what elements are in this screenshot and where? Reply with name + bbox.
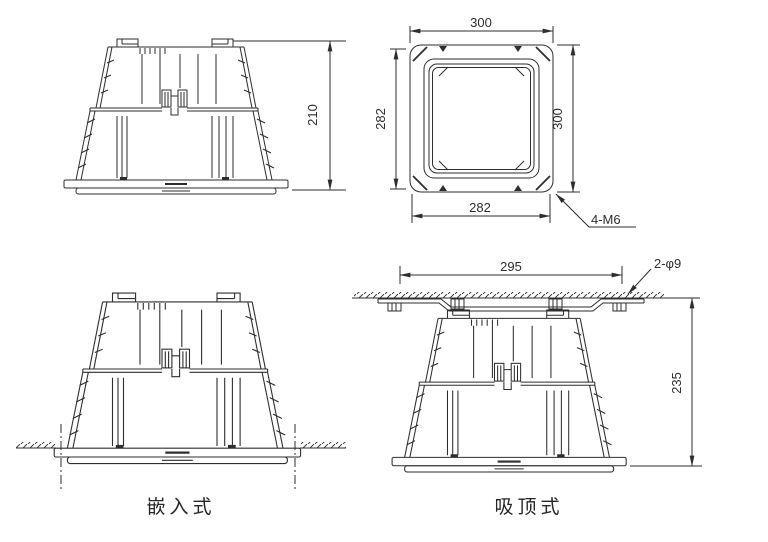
fixture-outline-ceiling xyxy=(391,309,628,474)
leader-line xyxy=(555,193,636,228)
lens-frame xyxy=(423,58,540,179)
dimension-height-210: 210 xyxy=(233,40,346,191)
dimension-text-height-210: 210 xyxy=(305,104,320,126)
mounting-plate xyxy=(377,298,645,312)
housing-outer-edge xyxy=(409,44,554,193)
thread-callout-text: 4-M6 xyxy=(591,212,621,227)
dimension-text-inner-height: 282 xyxy=(373,108,388,130)
ceiling-hatch xyxy=(300,442,346,448)
fixture-outline-recessed xyxy=(53,292,302,465)
view-recessed: 嵌入式 xyxy=(16,292,346,518)
corner-gussets xyxy=(412,46,551,191)
extension-line xyxy=(557,44,580,193)
dimension-text-outer-width: 300 xyxy=(470,15,492,30)
hole-callout: 2-φ9 xyxy=(627,256,681,295)
ceiling-hatch xyxy=(16,442,56,448)
dimension-inner-height-282: 282 xyxy=(373,48,406,190)
dimension-hole-spacing-295: 295 xyxy=(399,259,623,284)
screw-marks xyxy=(439,46,522,191)
view-top-plan: 300 282 300 282 4-M6 xyxy=(373,15,636,228)
thread-callout: 4-M6 xyxy=(555,193,636,228)
drawing-root: 210 300 xyxy=(16,15,702,518)
dimension-text-hole-spacing: 295 xyxy=(500,259,522,274)
view-caption-ceiling: 吸顶式 xyxy=(494,496,563,518)
view-caption-recessed: 嵌入式 xyxy=(146,496,215,518)
dimension-text-inner-width: 282 xyxy=(469,200,491,215)
hole-callout-text: 2-φ9 xyxy=(654,256,681,271)
leader-line xyxy=(627,268,652,295)
dimension-outer-width-300: 300 xyxy=(409,15,554,43)
view-ceiling-mounted: 295 2-φ9 235 吸顶式 xyxy=(352,256,702,518)
dimension-outer-height-300: 300 xyxy=(550,44,580,193)
ceiling-hatch xyxy=(354,292,664,298)
dimension-text-outer-height: 300 xyxy=(550,108,565,130)
extension-line xyxy=(390,48,406,190)
dimension-text-height-235: 235 xyxy=(669,372,684,394)
centerline xyxy=(60,424,296,492)
dimension-inner-width-282: 282 xyxy=(411,194,551,223)
view-side-elevation: 210 xyxy=(63,38,346,195)
dimension-height-235: 235 xyxy=(630,297,702,467)
fixture-outline-side xyxy=(63,38,289,195)
mounting-bolts xyxy=(387,298,627,312)
